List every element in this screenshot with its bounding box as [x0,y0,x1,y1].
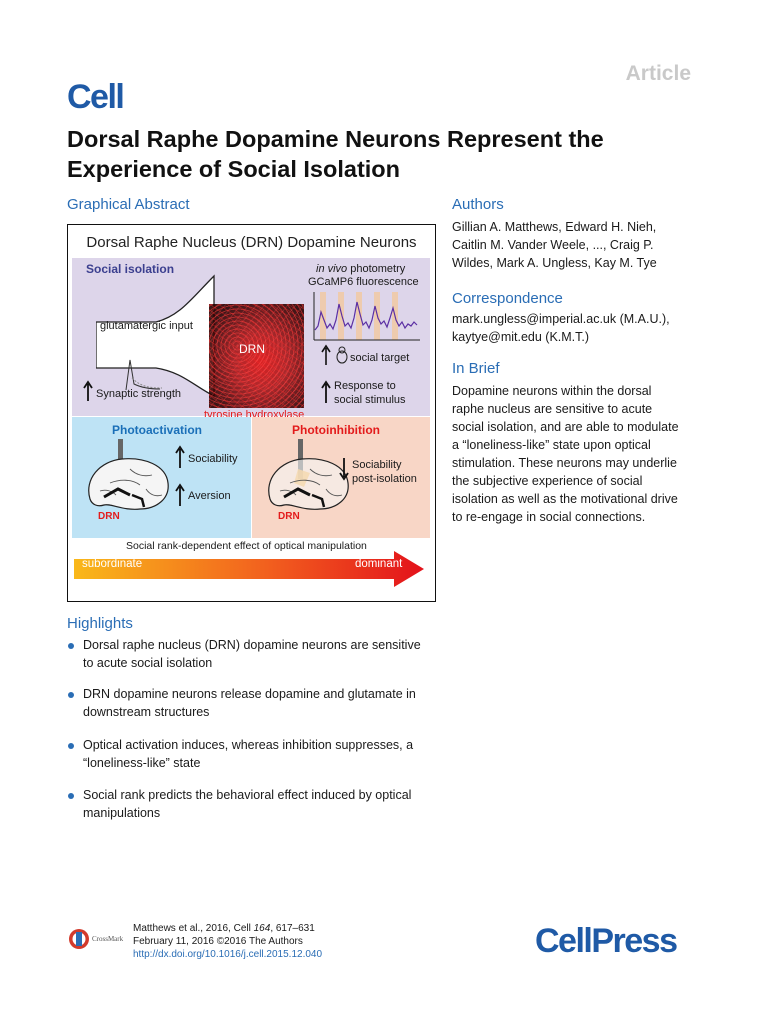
in-brief-text: Dopamine neurons within the dorsal raphe… [452,384,679,524]
post-isolation-label: post-isolation [352,473,417,485]
correspondence-emails[interactable]: mark.ungless@imperial.ac.uk (M.A.U.), ka… [452,312,670,344]
drn-label: DRN [98,511,120,522]
highlight-item: Optical activation induces, whereas inhi… [83,738,414,770]
brain-section-schematic [88,439,169,510]
graphical-abstract-heading: Graphical Abstract [67,196,190,213]
crossmark-badge[interactable]: CrossMark [68,928,123,950]
gcamp-label: GCaMP6 fluorescence [308,276,419,288]
crossmark-label: CrossMark [92,935,124,943]
up-arrow-icon [175,483,185,506]
cell-journal-logo[interactable]: Cell [67,78,125,116]
up-arrow-icon [321,344,331,365]
glutamatergic-input-label: glutamatergic input [100,320,193,332]
subordinate-label: subordinate [82,558,143,570]
figure-title: Dorsal Raphe Nucleus (DRN) Dopamine Neur… [86,234,417,251]
doi-link[interactable]: http://dx.doi.org/10.1016/j.cell.2015.12… [133,949,323,960]
article-title: Dorsal Raphe Dopamine Neurons Represent … [67,126,604,182]
highlight-item: Social rank predicts the behavioral effe… [83,788,412,820]
brain-section-schematic [268,439,349,510]
in-brief-heading: In Brief [452,360,500,377]
sociability-label: Sociability [188,453,238,465]
citation-block: Matthews et al., 2016, Cell 164, 617–631… [133,923,323,960]
up-arrow-icon [321,380,331,403]
photoinhibition-title: Photoinhibition [292,423,380,437]
social-target-label: social target [350,352,410,364]
correspondence-heading: Correspondence [452,290,563,307]
drn-fluorescence-image: DRN [209,304,304,408]
authors-heading: Authors [452,196,504,213]
up-arrow-icon [83,380,93,401]
bullet-icon [68,643,74,649]
dendrite-schematic [96,274,215,398]
photoactivation-title: Photoactivation [112,423,203,437]
photometry-label: in vivo photometry [316,263,406,275]
drn-image-label: DRN [239,342,265,356]
photometry-trace [313,292,420,341]
highlight-item: Dorsal raphe nucleus (DRN) dopamine neur… [83,638,421,670]
article-type-label: Article [625,62,691,85]
social-rank-gradient-arrow [74,551,424,587]
social-isolation-panel: Social isolation glutamatergic input Syn… [72,258,430,421]
graphical-abstract-figure: Dorsal Raphe Nucleus (DRN) Dopamine Neur… [67,224,436,602]
down-arrow-icon [339,458,349,481]
highlights-heading: Highlights [67,615,133,632]
authors-list: Gillian A. Matthews, Edward H. Nieh, Cai… [452,220,657,270]
aversion-label: Aversion [188,490,231,502]
dominant-label: dominant [355,558,403,570]
highlight-item: DRN dopamine neurons release dopamine an… [83,687,416,719]
response-label: Response to [334,380,396,392]
drn-label: DRN [278,511,300,522]
crossmark-icon [69,929,89,949]
bullet-icon [68,793,74,799]
bullet-icon [68,743,74,749]
cellpress-logo[interactable]: CellPress [535,922,678,960]
synaptic-strength-label: Synaptic strength [96,388,181,400]
bullet-icon [68,692,74,698]
social-rank-caption: Social rank-dependent effect of optical … [126,540,367,552]
response-label-2: social stimulus [334,394,406,406]
mouse-icon [336,346,348,364]
sociability-label: Sociability [352,459,402,471]
photoactivation-panel: Photoactivation DRN Sociability Aversion [72,417,251,538]
social-isolation-title: Social isolation [86,262,175,276]
up-arrow-icon [175,445,185,468]
photoinhibition-panel: Photoinhibition DRN Sociability post-iso… [252,417,430,538]
